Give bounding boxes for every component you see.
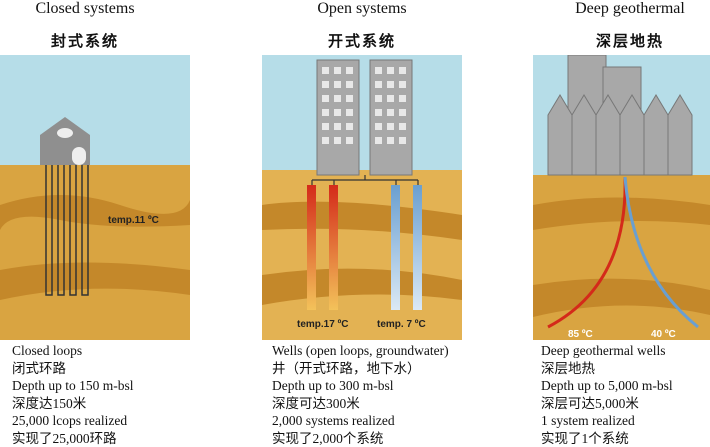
desc-line: 深层地热 [541,360,595,376]
open-system-illustration: temp.17 ºC temp. 7 ºC [262,55,462,340]
desc-line: 实现了1个系统 [541,430,629,446]
open-title: Open systems [317,0,407,17]
open-hot-temp-label: temp.17 ºC [297,319,348,330]
desc-line: 闭式环路 [12,360,66,376]
desc-line: Depth up to 5,000 m-bsl [541,378,673,393]
closed-system-illustration: temp.11 ºC [0,55,190,340]
open-description: Wells (open loops, groundwater) 井（开式环路，地… [272,342,449,447]
deep-cold-temp-label: 40 ºC [651,329,676,340]
desc-line: Closed loops [12,343,83,358]
closed-title-cn: 封式系统 [50,34,119,50]
desc-line: Depth up to 300 m-bsl [272,378,394,393]
closed-title: Closed systems [35,0,135,17]
desc-line: Wells (open loops, groundwater) [272,343,449,358]
desc-line: 实现了2,000个系统 [272,430,384,446]
closed-temp-label: temp.11 ºC [108,215,159,226]
desc-line: 1 system realized [541,413,635,428]
closed-description: Closed loops 闭式环路 Depth up to 150 m-bsl … [12,342,134,447]
desc-line: 深度可达300米 [272,395,360,411]
open-title-cn: 开式系统 [327,34,396,50]
desc-line: Deep geothermal wells [541,343,666,358]
desc-line: 深度达150米 [12,395,87,411]
deep-geothermal-illustration: 85 ºC 40 ºC [533,55,710,340]
desc-line: 深层可达5,000米 [541,395,639,411]
desc-line: 25,000 lcops realized [12,413,128,428]
deep-title: Deep geothermal [575,0,685,17]
deep-description: Deep geothermal wells 深层地热 Depth up to 5… [541,342,673,447]
deep-title-cn: 深层地热 [595,34,664,50]
desc-line: Depth up to 150 m-bsl [12,378,134,393]
open-cold-temp-label: temp. 7 ºC [377,319,426,330]
desc-line: 井（开式环路，地下水） [272,360,421,376]
desc-line: 2,000 systems realized [272,413,395,428]
deep-hot-temp-label: 85 ºC [568,329,593,340]
desc-line: 实现了25,000环路 [12,430,117,446]
